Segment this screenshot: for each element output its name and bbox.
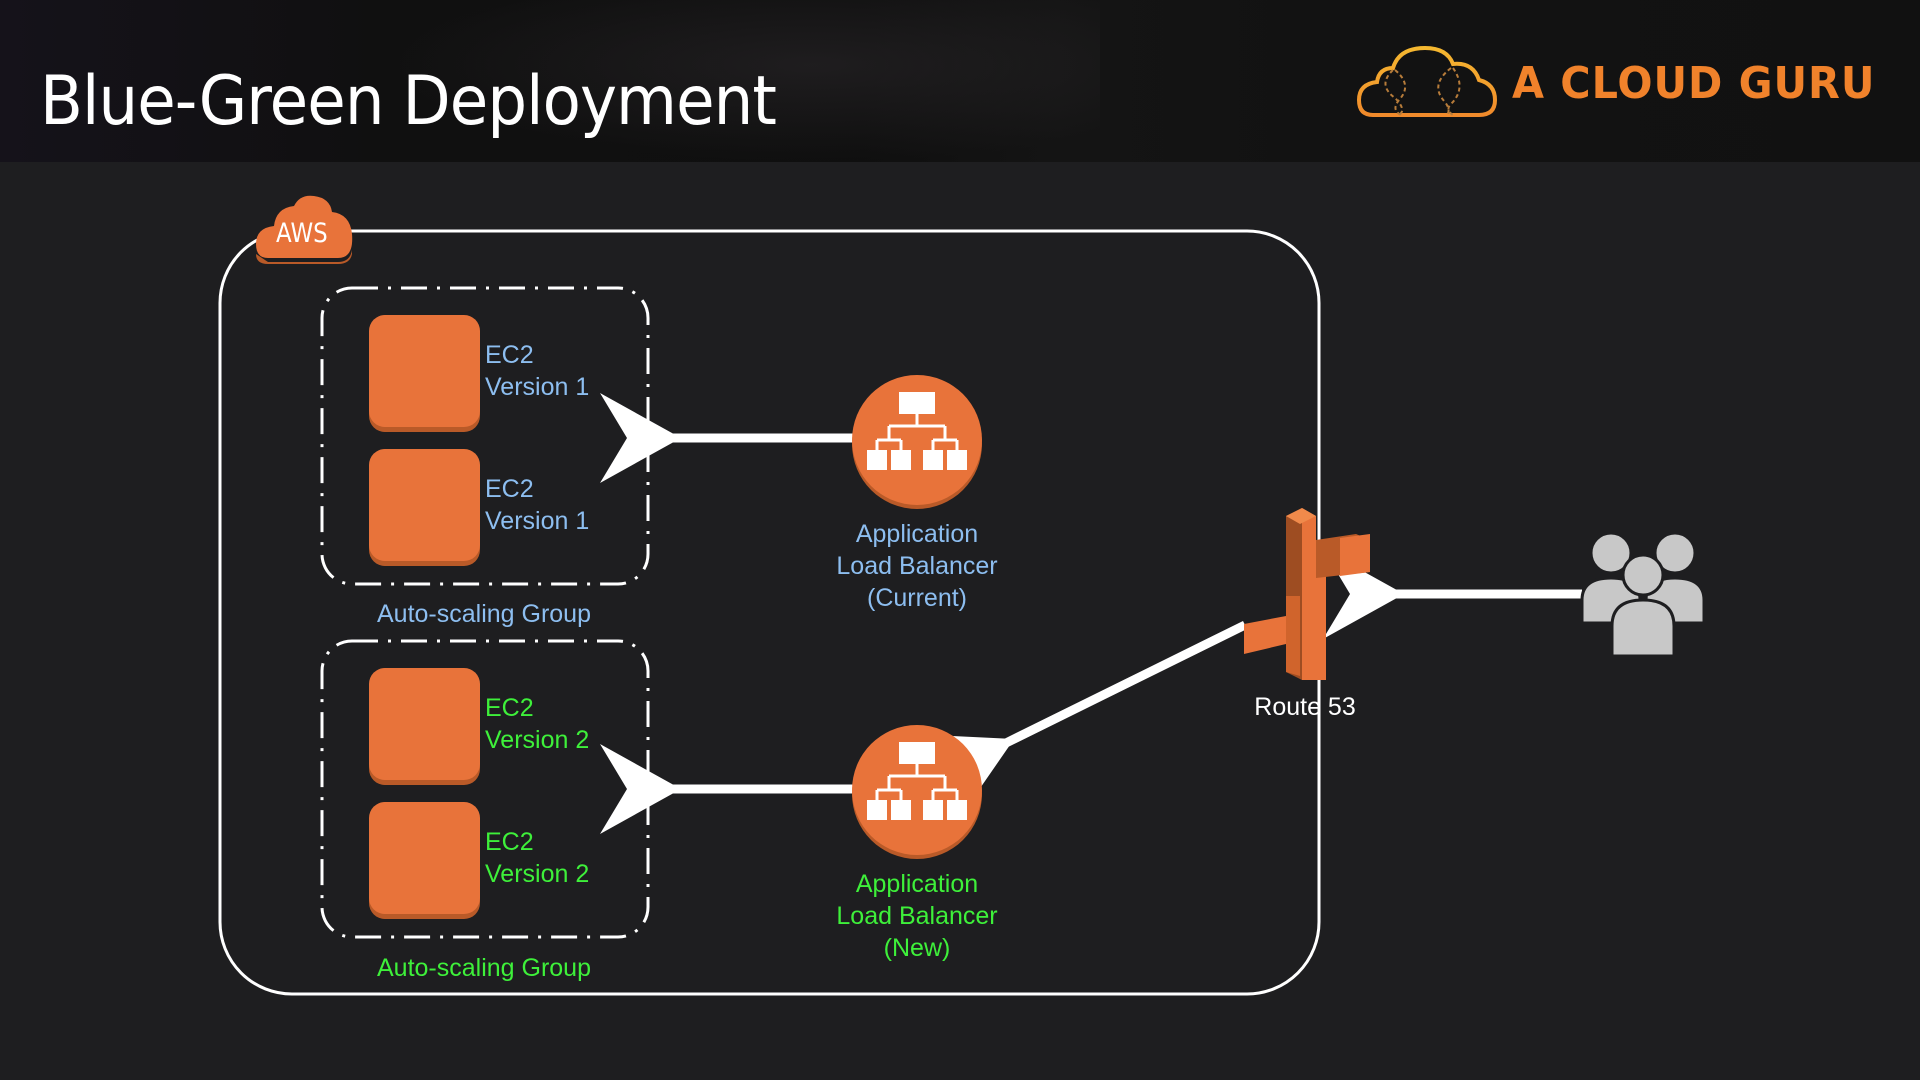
cloud-logo-icon xyxy=(1356,45,1498,117)
alb-label-line2: Load Balancer xyxy=(836,902,998,930)
alb-label-line3: (New) xyxy=(883,934,951,962)
alb-label-line1: Application xyxy=(855,520,979,548)
ec2-label-line2: Version 1 xyxy=(485,507,590,535)
ec2-label: EC2 Version 2 xyxy=(485,692,589,756)
alb-new-label: Application Load Balancer (New) xyxy=(836,868,997,964)
ec2-label-line1: EC2 xyxy=(485,828,534,856)
ec2-label-line1: EC2 xyxy=(485,341,534,369)
presenter-video-overlay xyxy=(380,0,1100,162)
route53-label: Route 53 xyxy=(1254,693,1356,721)
users-icon xyxy=(1580,531,1706,658)
ec2-instance-icon xyxy=(369,315,480,432)
ec2-instance-icon xyxy=(369,449,480,566)
ec2-label: EC2 Version 1 xyxy=(485,339,589,403)
ec2-label: EC2 Version 2 xyxy=(485,826,589,890)
aws-cloud-label: AWS xyxy=(276,218,328,249)
alb-label-line3: (Current) xyxy=(866,584,968,612)
aws-cloud-icon xyxy=(256,195,353,264)
ec2-label-line1: EC2 xyxy=(485,694,534,722)
ec2-label-line2: Version 2 xyxy=(485,726,590,754)
ec2-instance-icon xyxy=(369,668,480,785)
load-balancer-icon xyxy=(852,375,982,509)
load-balancer-icon xyxy=(852,725,982,859)
asg-2-label: Auto-scaling Group xyxy=(376,954,592,982)
slide-title: Blue-Green Deployment xyxy=(40,62,777,141)
brand-name: A CLOUD GURU xyxy=(1512,58,1876,109)
alb-label-line1: Application xyxy=(855,870,979,898)
ec2-instance-icon xyxy=(369,802,480,919)
header-band xyxy=(0,0,1920,162)
ec2-label-line2: Version 2 xyxy=(485,860,590,888)
alb-label-line2: Load Balancer xyxy=(836,552,998,580)
ec2-label-line1: EC2 xyxy=(485,475,534,503)
alb-current-label: Application Load Balancer (Current) xyxy=(836,518,997,614)
asg-1-label: Auto-scaling Group xyxy=(376,600,592,628)
ec2-label-line2: Version 1 xyxy=(485,373,590,401)
ec2-label: EC2 Version 1 xyxy=(485,473,589,537)
route53-icon xyxy=(1244,508,1370,680)
arrow-route53-to-alb-new xyxy=(921,620,1247,816)
